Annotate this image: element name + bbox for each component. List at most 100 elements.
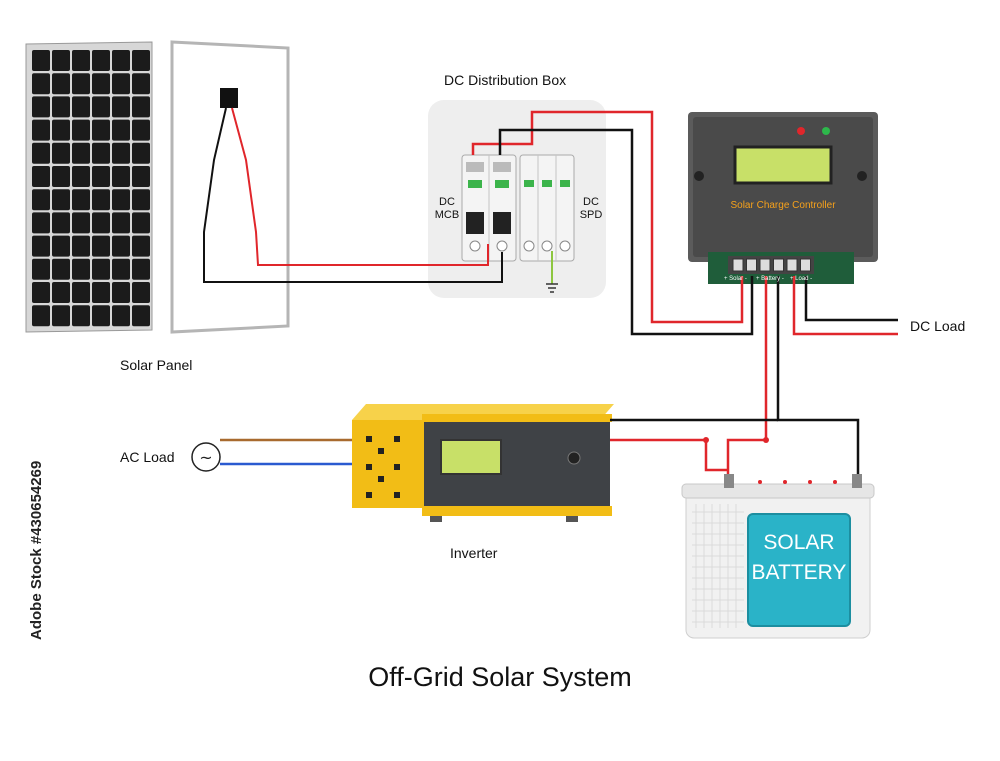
wire-battery-negative bbox=[776, 276, 860, 474]
vent-hole bbox=[378, 476, 384, 482]
solar-cell bbox=[112, 96, 130, 118]
wire-dc-load-positive bbox=[792, 276, 898, 336]
solar-cell bbox=[72, 258, 90, 280]
solar-cell bbox=[112, 119, 130, 141]
solar-cell bbox=[112, 73, 130, 95]
solar-cell bbox=[112, 235, 130, 257]
terminal-screw bbox=[759, 258, 771, 272]
solar-cell bbox=[132, 282, 150, 303]
wire-mcb-negative-out bbox=[498, 128, 754, 336]
solar-cell bbox=[72, 282, 90, 303]
vent-hole bbox=[378, 448, 384, 454]
solar-cell bbox=[32, 96, 50, 118]
stock-site: Adobe Stock bbox=[28, 548, 45, 640]
ac-source-icon bbox=[191, 442, 221, 472]
solar-cell bbox=[32, 235, 50, 257]
solar-cell bbox=[72, 212, 90, 234]
solar-cell bbox=[92, 212, 110, 234]
solar-cell bbox=[72, 73, 90, 95]
solar-cell bbox=[32, 282, 50, 303]
solar-cell bbox=[132, 119, 150, 141]
vent-hole bbox=[394, 492, 400, 498]
solar-cell bbox=[92, 73, 110, 95]
solar-cell bbox=[32, 50, 50, 71]
terminal-screw bbox=[786, 258, 798, 272]
vent-hole bbox=[366, 436, 372, 442]
inverter-lcd bbox=[440, 439, 502, 475]
solar-cell bbox=[92, 258, 110, 280]
solar-cell bbox=[72, 96, 90, 118]
solar-cell bbox=[132, 235, 150, 257]
controller-lcd bbox=[733, 145, 833, 185]
solar-cell bbox=[112, 258, 130, 280]
solar-cell bbox=[92, 305, 110, 327]
junction-dot bbox=[703, 437, 709, 443]
inverter bbox=[352, 404, 614, 522]
battery-label-line1: SOLAR bbox=[763, 531, 835, 554]
battery-label-line2: BATTERY bbox=[751, 561, 847, 584]
solar-cell bbox=[32, 258, 50, 280]
solar-cell bbox=[112, 282, 130, 303]
wire-inverter-positive bbox=[610, 438, 728, 472]
solar-cell bbox=[112, 212, 130, 234]
solar-cell bbox=[52, 305, 70, 327]
solar-cell bbox=[52, 119, 70, 141]
solar-cell bbox=[92, 282, 110, 303]
battery-label: SOLAR BATTERY bbox=[748, 528, 850, 588]
battery-terminal-positive bbox=[724, 474, 734, 488]
solar-cell bbox=[112, 305, 130, 327]
solar-panel-label: Solar Panel bbox=[120, 357, 193, 373]
solar-cell bbox=[132, 50, 150, 71]
inverter-vents bbox=[366, 436, 400, 498]
solar-cell bbox=[72, 50, 90, 71]
dc-mcb bbox=[461, 154, 517, 262]
dc-load-label: DC Load bbox=[910, 318, 966, 334]
inverter-label: Inverter bbox=[450, 545, 498, 561]
terminal-screw bbox=[773, 258, 784, 272]
dc-spd-label-line1: DC bbox=[583, 196, 599, 208]
solar-cell bbox=[112, 166, 130, 187]
terminal-label-solar: + Solar - bbox=[724, 276, 747, 282]
solar-cell bbox=[52, 166, 70, 187]
solar-battery bbox=[681, 474, 875, 639]
solar-cell bbox=[72, 119, 90, 141]
solar-cell bbox=[132, 142, 150, 164]
solar-cell bbox=[52, 282, 70, 303]
battery-terminal-negative bbox=[852, 474, 862, 488]
terminal-screw bbox=[746, 258, 757, 272]
terminal-screw bbox=[800, 258, 811, 272]
solar-cell bbox=[52, 96, 70, 118]
solar-cell bbox=[32, 142, 50, 164]
solar-cell bbox=[32, 212, 50, 234]
solar-cell bbox=[132, 166, 150, 187]
solar-cell bbox=[112, 50, 130, 71]
controller-terminals bbox=[732, 258, 811, 272]
solar-cell bbox=[92, 166, 110, 187]
status-led-green bbox=[822, 127, 830, 135]
panel-lead-negative bbox=[203, 107, 503, 283]
solar-cell bbox=[132, 96, 150, 118]
solar-cell bbox=[92, 142, 110, 164]
solar-cell bbox=[72, 189, 90, 211]
battery-ribs bbox=[692, 504, 744, 628]
ac-load-label: AC Load bbox=[120, 449, 175, 465]
dc-spd-label: DC SPD bbox=[578, 196, 604, 222]
status-led-red bbox=[797, 127, 805, 135]
solar-cell bbox=[72, 142, 90, 164]
vent-hole bbox=[394, 436, 400, 442]
solar-cell bbox=[72, 235, 90, 257]
wire-battery-positive bbox=[726, 276, 768, 474]
terminal-label-load: + Load - bbox=[790, 276, 813, 282]
solar-cell bbox=[52, 258, 70, 280]
terminal-screw bbox=[732, 258, 744, 272]
stock-id: #430654269 bbox=[28, 460, 45, 545]
solar-cell bbox=[52, 235, 70, 257]
solar-cell bbox=[92, 96, 110, 118]
solar-cell bbox=[72, 305, 90, 327]
solar-cell bbox=[32, 166, 50, 187]
solar-panel bbox=[25, 40, 290, 334]
junction-box bbox=[220, 88, 238, 108]
solar-cell bbox=[132, 212, 150, 234]
dc-distribution-box-label: DC Distribution Box bbox=[444, 72, 567, 88]
